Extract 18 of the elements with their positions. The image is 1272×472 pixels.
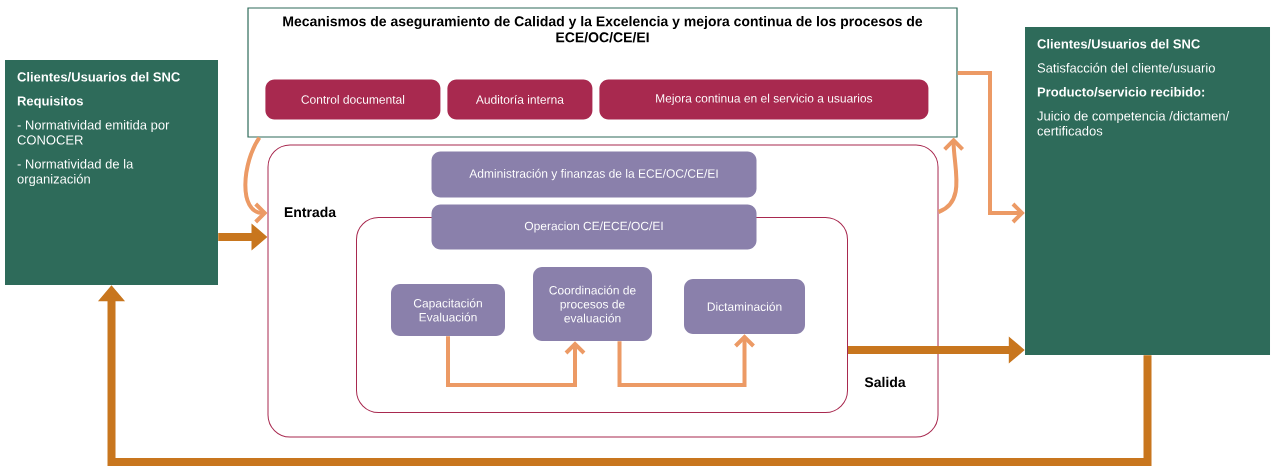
client-box: Clientes/Usuarios del SNC Requisitos - Normatividad emitida por CONOCER - Normatividad de la organización — [5, 60, 218, 285]
process-pill: Coordinación de procesos de evaluación — [533, 267, 652, 341]
client-box: Clientes/Usuarios del SNC Satisfacción del cliente/usuario Producto/servicio recibido: Juicio de competencia /dictamen/ certificados — [1025, 27, 1270, 355]
process-frame — [267, 144, 939, 438]
process-pill: Control documental — [265, 79, 441, 120]
process-pill: Administración y finanzas de la ECE/OC/CE/EI — [431, 151, 757, 198]
process-pill: Auditoría interna — [447, 79, 593, 120]
arrow — [243, 136, 268, 224]
arrow — [617, 334, 755, 387]
process-pill: Capacitación Evaluación — [391, 284, 505, 336]
process-pill: Dictaminación — [684, 279, 805, 334]
edge-label: Salida — [863, 375, 907, 389]
edge-label: Entrada — [282, 205, 338, 219]
arrow — [446, 336, 586, 387]
arrow — [937, 137, 965, 214]
process-pill: Mejora continua en el servicio a usuarios — [599, 79, 929, 120]
process-pill: Operacion CE/ECE/OC/EI — [431, 204, 757, 250]
arrow — [957, 71, 1025, 224]
